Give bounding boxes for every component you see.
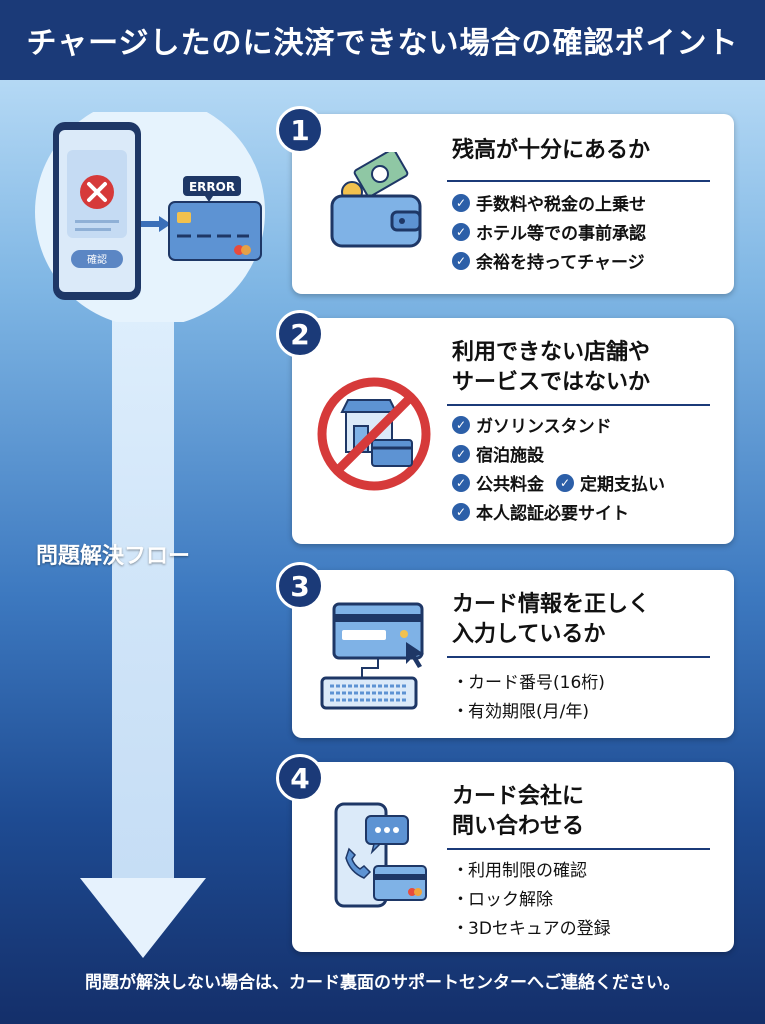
divider	[447, 404, 710, 406]
hero-illustration: 確認 ERROR	[35, 112, 265, 322]
list-item: ・カード番号(16桁)	[452, 673, 605, 693]
check-icon: ✓	[452, 444, 470, 463]
check-icon: ✓	[452, 473, 470, 492]
step-badge-4: 4	[276, 754, 324, 802]
page-title: チャージしたのに決済できない場合の確認ポイント	[0, 0, 765, 80]
check-icon: ✓	[556, 473, 574, 492]
point-card-4: カード会社に 問い合わせる ・利用制限の確認 ・ロック解除 ・3Dセキュアの登録	[292, 762, 734, 952]
step-badge-2: 2	[276, 310, 324, 358]
list-item-row: ✓公共料金 ✓定期支払い	[452, 468, 665, 497]
divider	[447, 656, 710, 658]
point-title-2: 利用できない店舗や サービスではないか	[452, 340, 651, 395]
list-item: ✓ガソリンスタンド	[452, 410, 665, 439]
list-item: ✓宿泊施設	[452, 439, 665, 468]
point-list-4: ・利用制限の確認 ・ロック解除 ・3Dセキュアの登録	[452, 854, 611, 941]
point-title-4: カード会社に 問い合わせる	[452, 784, 585, 839]
list-item: ✓ホテル等での事前承認	[452, 217, 646, 246]
check-icon: ✓	[452, 415, 470, 434]
check-icon: ✓	[452, 222, 470, 241]
footer-note: 問題が解決しない場合は、カード裏面のサポートセンターへご連絡ください。	[85, 973, 680, 993]
point-list-1: ✓手数料や税金の上乗せ ✓ホテル等での事前承認 ✓余裕を持ってチャージ	[452, 188, 646, 275]
point-card-2: 利用できない店舗や サービスではないか ✓ガソリンスタンド ✓宿泊施設 ✓公共料…	[292, 318, 734, 544]
error-label: ERROR	[189, 180, 235, 194]
card-input-icon	[320, 602, 424, 710]
step-badge-3: 3	[276, 562, 324, 610]
list-item: ✓余裕を持ってチャージ	[452, 246, 646, 275]
point-title-3: カード情報を正しく 入力しているか	[452, 592, 651, 647]
point-card-1: 残高が十分にあるか ✓手数料や税金の上乗せ ✓ホテル等での事前承認 ✓余裕を持っ…	[292, 114, 734, 294]
list-item: ✓本人認証必要サイト	[452, 497, 665, 526]
confirm-button	[71, 250, 123, 268]
check-icon: ✓	[452, 502, 470, 521]
flow-label: 問題解決フロー	[36, 544, 191, 569]
no-shop-icon	[317, 377, 431, 491]
point-list-3: ・カード番号(16桁) ・有効期限(月/年)	[452, 666, 605, 724]
check-icon: ✓	[452, 193, 470, 212]
divider	[447, 180, 710, 182]
list-item: ・有効期限(月/年)	[452, 702, 589, 722]
wallet-icon	[330, 152, 422, 248]
check-icon: ✓	[452, 251, 470, 270]
phone-support-icon	[334, 802, 427, 908]
point-card-3: カード情報を正しく 入力しているか ・カード番号(16桁) ・有効期限(月/年)	[292, 570, 734, 738]
list-item: ・利用制限の確認	[452, 861, 587, 881]
list-item: ・ロック解除	[452, 890, 553, 910]
confirm-button-label: 確認	[87, 253, 107, 266]
list-item: ✓手数料や税金の上乗せ	[452, 188, 646, 217]
point-list-2: ✓ガソリンスタンド ✓宿泊施設 ✓公共料金 ✓定期支払い ✓本人認証必要サイト	[452, 410, 665, 526]
step-badge-1: 1	[276, 106, 324, 154]
point-title-1: 残高が十分にあるか	[452, 138, 651, 163]
list-item: ・3Dセキュアの登録	[452, 919, 611, 939]
divider	[447, 848, 710, 850]
